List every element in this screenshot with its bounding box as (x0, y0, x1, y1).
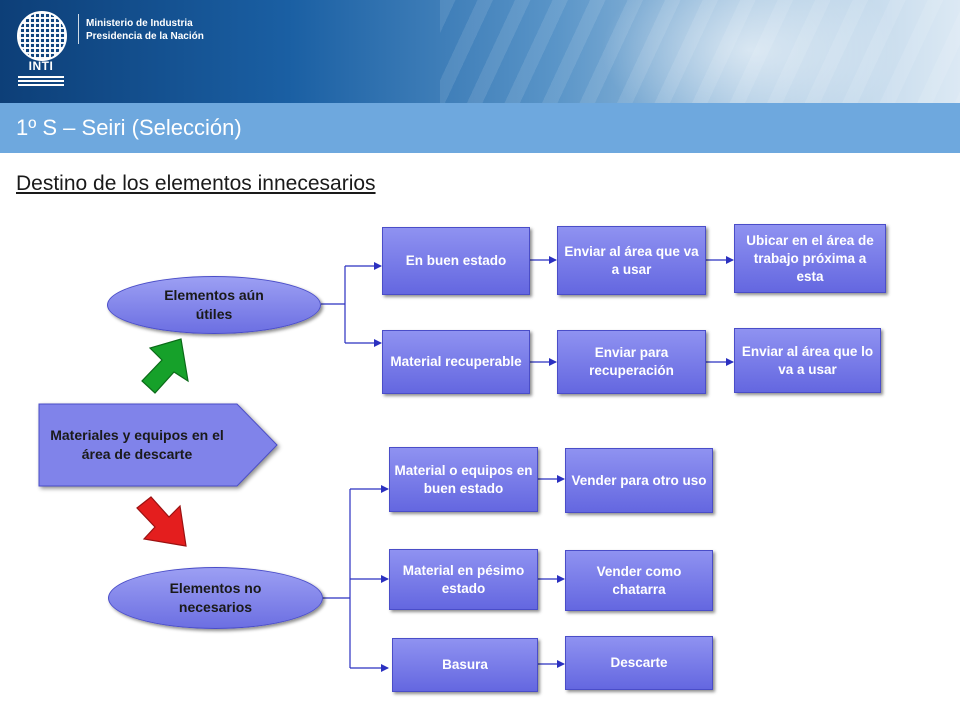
header-glow (600, 0, 900, 103)
node-enviar-area-usar: Enviar al área que va a usar (557, 226, 706, 295)
node-en-buen-estado: En buen estado (382, 227, 530, 295)
up-arrow-icon (141, 338, 189, 394)
title-bar: 1º S – Seiri (Selección) (0, 103, 960, 153)
ministry-line-1: Ministerio de Industria (86, 18, 193, 29)
slide-title: 1º S – Seiri (Selección) (16, 115, 242, 140)
slide-subtitle: Destino de los elementos innecesarios (16, 172, 376, 195)
node-elementos-no-necesarios: Elementos no necesarios (108, 567, 323, 629)
node-vender-chatarra: Vender como chatarra (565, 550, 713, 611)
root-pentagon-shape (38, 403, 278, 487)
connector-no-trunk (323, 489, 351, 668)
node-basura: Basura (392, 638, 538, 692)
connector-utiles-trunk (321, 266, 346, 343)
node-elementos-no-necesarios-label: Elementos no necesarios (169, 580, 262, 615)
root-node-label: Materiales y equipos en el área de desca… (50, 427, 224, 462)
header-banner: INTI Ministerio de Industria Presidencia… (0, 0, 960, 103)
ministry-line-2: Presidencia de la Nación (86, 31, 204, 42)
node-ubicar-area-trabajo: Ubicar en el área de trabajo próxima a e… (734, 224, 886, 293)
node-material-equipos-buen-estado: Material o equipos en buen estado (389, 447, 538, 512)
logo-stripes-icon (18, 76, 64, 88)
node-elementos-utiles: Elementos aún útiles (107, 276, 321, 334)
node-enviar-area-lo-usar: Enviar al área que lo va a usar (734, 328, 881, 393)
down-arrow-icon (136, 496, 187, 547)
node-elementos-utiles-label: Elementos aún útiles (164, 287, 264, 322)
node-descarte: Descarte (565, 636, 713, 690)
logo-text: INTI (28, 59, 54, 73)
node-vender-otro-uso: Vender para otro uso (565, 448, 713, 513)
node-enviar-recuperacion: Enviar para recuperación (557, 330, 706, 394)
node-material-pesimo-estado: Material en pésimo estado (389, 549, 538, 610)
root-node: Materiales y equipos en el área de desca… (37, 402, 277, 488)
node-material-recuperable: Material recuperable (382, 330, 530, 394)
inti-logo-icon (17, 11, 67, 61)
ministry-label: Ministerio de Industria Presidencia de l… (86, 17, 204, 43)
logo-divider (78, 14, 79, 44)
